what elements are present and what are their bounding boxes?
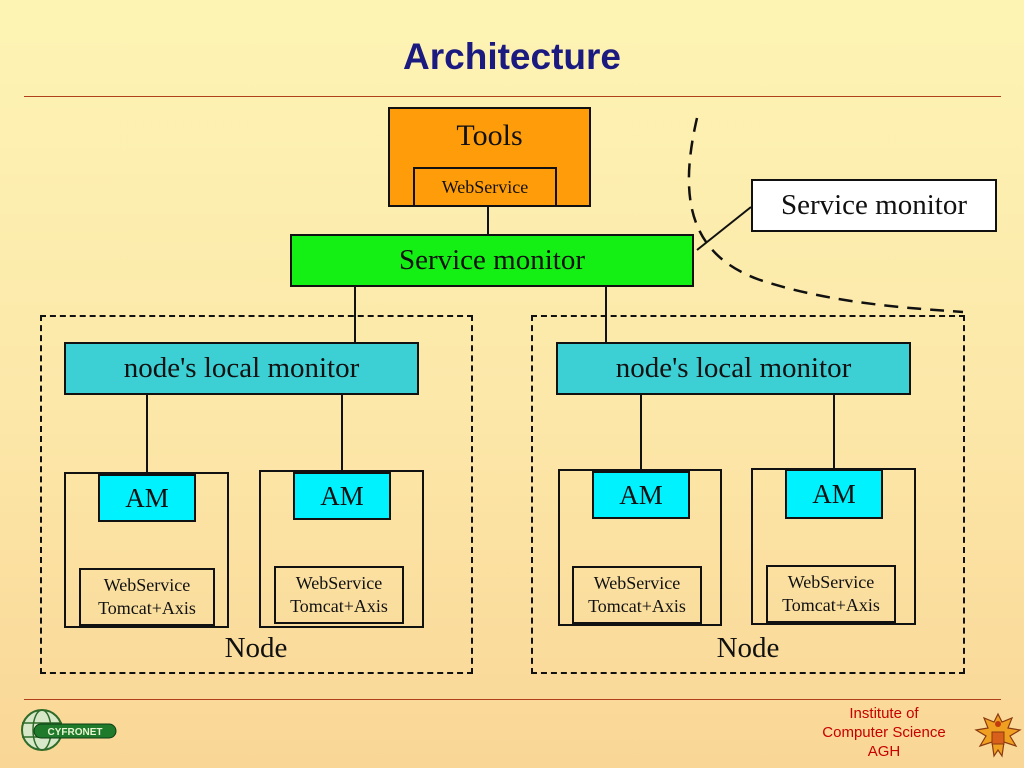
agh-eagle-logo-icon (974, 712, 1022, 758)
cyfronet-logo-icon: CYFRONET (21, 709, 117, 751)
ws-line2: Tomcat+Axis (782, 595, 880, 615)
webservice-tomcat-box: WebService Tomcat+Axis (79, 568, 215, 626)
local-monitor-right: node's local monitor (556, 342, 911, 395)
am-box: AM (785, 469, 883, 519)
ws-line2: Tomcat+Axis (98, 598, 196, 618)
am-box: AM (592, 471, 690, 519)
service-monitor-callout: Service monitor (751, 179, 997, 232)
webservice-tomcat-box: WebService Tomcat+Axis (766, 565, 896, 623)
callout-pointer (696, 206, 752, 251)
title-divider (24, 96, 1001, 97)
ws-line1: WebService (787, 572, 875, 592)
ws-line2: Tomcat+Axis (588, 596, 686, 616)
am-container (64, 472, 229, 628)
ws-line1: WebService (103, 575, 191, 595)
node-label-right: Node (716, 632, 780, 664)
tools-webservice-box: WebService (413, 167, 557, 207)
node-area-left (40, 315, 473, 674)
local-monitor-left: node's local monitor (64, 342, 419, 395)
svg-text:CYFRONET: CYFRONET (48, 727, 103, 738)
am-box: AM (293, 472, 391, 520)
page-title: Architecture (403, 36, 621, 77)
ws-line2: Tomcat+Axis (290, 596, 388, 616)
footer-divider (24, 699, 1001, 700)
institute-name: Institute of Computer Science AGH (822, 705, 946, 760)
node-area-right (531, 315, 965, 674)
webservice-tomcat-box: WebService Tomcat+Axis (274, 566, 404, 624)
boundary-dashed-curve (687, 117, 964, 314)
ws-line1: WebService (295, 573, 383, 593)
node-label-left: Node (224, 632, 288, 664)
am-box: AM (98, 474, 196, 522)
am-container (558, 469, 722, 626)
am-container (259, 470, 424, 628)
webservice-tomcat-box: WebService Tomcat+Axis (572, 566, 702, 624)
ws-line1: WebService (593, 573, 681, 593)
service-monitor-box: Service monitor (290, 234, 694, 287)
